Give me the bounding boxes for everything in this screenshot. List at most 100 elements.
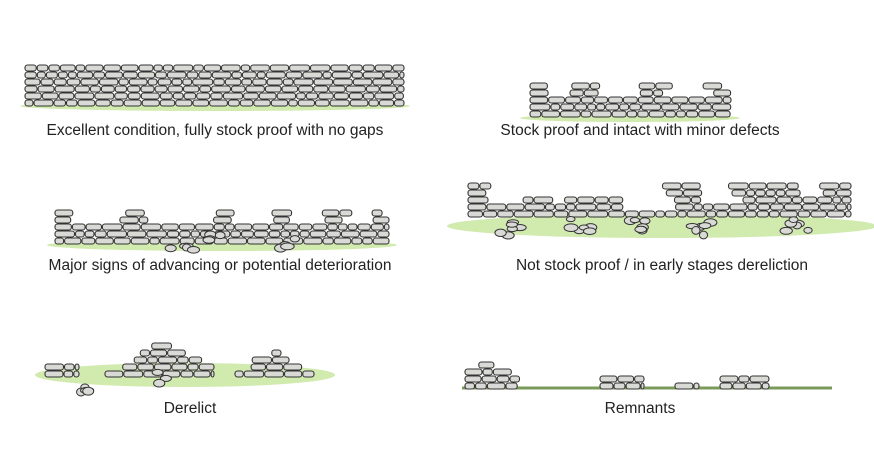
wall-minor-defects-stone bbox=[569, 89, 584, 97]
wall-minor-defects-stone bbox=[529, 103, 551, 111]
wall-early-dereliction-stone bbox=[568, 210, 588, 218]
wall-early-dereliction-stone bbox=[482, 210, 498, 218]
wall-excellent-stone bbox=[348, 64, 363, 72]
wall-early-dereliction-stone bbox=[506, 203, 525, 211]
wall-excellent-stone bbox=[128, 78, 148, 86]
early-dereliction-rubble-stone bbox=[634, 225, 648, 234]
wall-early-dereliction-stone bbox=[638, 210, 656, 218]
wall-minor-defects-stone bbox=[661, 103, 680, 111]
wall-derelict-mound-2-stone bbox=[264, 370, 285, 378]
wall-excellent-stone bbox=[256, 71, 266, 79]
wall-excellent-stone bbox=[302, 71, 323, 79]
wall-deteriorating-stone bbox=[101, 223, 123, 231]
wall-excellent-stone bbox=[368, 99, 379, 107]
wall-deteriorating-stone bbox=[54, 209, 74, 217]
wall-deteriorating-stone bbox=[240, 230, 254, 238]
wall-excellent-stone bbox=[147, 78, 158, 86]
wall-deteriorating-stone bbox=[125, 209, 145, 217]
wall-early-dereliction-stone bbox=[497, 210, 514, 218]
wall-remnants-left-stone bbox=[505, 382, 518, 390]
wall-excellent-stone bbox=[89, 85, 101, 93]
wall-excellent-stone bbox=[293, 78, 314, 86]
wall-excellent-stone bbox=[270, 99, 289, 107]
wall-excellent-stone bbox=[80, 78, 99, 86]
wall-derelict-mound-1-stone bbox=[151, 342, 173, 350]
wall-excellent-stone bbox=[289, 64, 311, 72]
wall-deteriorating-stone bbox=[309, 230, 327, 238]
wall-early-dereliction-stone bbox=[756, 210, 770, 218]
wall-minor-defects-stone bbox=[594, 96, 609, 104]
wall-minor-defects-stone bbox=[529, 96, 549, 104]
wall-excellent-stone bbox=[231, 71, 242, 79]
wall-minor-defects-stone bbox=[653, 96, 672, 104]
wall-excellent-stone bbox=[297, 99, 316, 107]
wall-deteriorating-stone bbox=[159, 237, 180, 245]
wall-excellent-stone bbox=[383, 71, 400, 79]
wall-remnants-small-stone bbox=[693, 382, 700, 390]
wall-excellent-stone bbox=[58, 92, 75, 100]
wall-excellent-stone bbox=[36, 71, 46, 79]
wall-excellent-stone bbox=[24, 92, 42, 100]
wall-derelict-mound-1-stone bbox=[104, 370, 124, 378]
deteriorating-rubble-stone bbox=[214, 231, 226, 240]
wall-derelict-left-stone bbox=[44, 370, 64, 378]
wall-excellent-stone bbox=[120, 64, 139, 72]
wall-early-dereliction-stone bbox=[802, 196, 818, 204]
wall-deteriorating-stone bbox=[227, 237, 248, 245]
wall-deteriorating-stone bbox=[230, 230, 242, 238]
wall-deteriorating-stone bbox=[347, 223, 358, 231]
wall-derelict-mound-2-stone bbox=[283, 363, 303, 371]
wall-early-dereliction-stone bbox=[655, 210, 665, 218]
wall-deteriorating-stone bbox=[64, 237, 82, 245]
wall-excellent-stone bbox=[41, 92, 59, 100]
wall-excellent-stone bbox=[253, 99, 271, 107]
grass-early-dereliction bbox=[447, 214, 874, 238]
wall-excellent-stone bbox=[76, 71, 94, 79]
wall-minor-defects-stone bbox=[702, 82, 723, 90]
wall-deteriorating-stone bbox=[265, 237, 284, 245]
wall-early-dereliction-stone bbox=[802, 203, 820, 211]
wall-excellent-stone bbox=[48, 64, 60, 72]
wall-early-dereliction-stone bbox=[713, 203, 730, 211]
wall-deteriorating-stone bbox=[340, 230, 360, 238]
wall-excellent-stone bbox=[394, 92, 404, 100]
wall-minor-defects-stone bbox=[548, 96, 566, 104]
early-dereliction-rubble-stone bbox=[505, 221, 518, 228]
wall-early-dereliction-stone bbox=[729, 203, 748, 211]
wall-early-dereliction-stone bbox=[702, 203, 714, 211]
wall-excellent-stone bbox=[314, 99, 330, 107]
early-dereliction-rubble-stone bbox=[494, 228, 507, 238]
wall-derelict-mound-1-stone bbox=[210, 370, 215, 378]
wall-early-dereliction-stone bbox=[822, 189, 837, 197]
wall-early-dereliction-stone bbox=[575, 203, 597, 211]
caption-early-dereliction: Not stock proof / in early stages dereli… bbox=[515, 257, 809, 274]
caption-remnants: Remnants bbox=[604, 400, 676, 417]
wall-deteriorating-stone bbox=[252, 223, 270, 231]
wall-remnants-left-stone bbox=[509, 375, 521, 383]
wall-excellent-stone bbox=[264, 85, 282, 93]
wall-excellent-stone bbox=[362, 64, 375, 72]
wall-early-dereliction-stone bbox=[766, 182, 787, 190]
wall-deteriorating-stone bbox=[130, 237, 150, 245]
wall-minor-defects-stone bbox=[596, 103, 606, 111]
wall-deteriorating-stone bbox=[94, 230, 107, 238]
wall-excellent-stone bbox=[192, 99, 210, 107]
wall-early-dereliction-stone bbox=[624, 210, 639, 218]
wall-remnants-left-stone bbox=[464, 368, 483, 376]
wall-excellent-stone bbox=[348, 92, 364, 100]
wall-excellent-stone bbox=[172, 92, 184, 100]
wall-early-dereliction-stone bbox=[786, 182, 799, 190]
wall-minor-defects-stone bbox=[591, 110, 612, 118]
wall-early-dereliction-stone bbox=[775, 189, 786, 197]
wall-early-dereliction-stone bbox=[587, 210, 609, 218]
wall-minor-defects-stone bbox=[607, 96, 624, 104]
wall-deteriorating-stone bbox=[371, 209, 383, 217]
wall-excellent-stone bbox=[159, 92, 173, 100]
wall-remnants-left-stone bbox=[478, 361, 495, 369]
wall-excellent-stone bbox=[305, 92, 319, 100]
wall-deteriorating-stone bbox=[119, 216, 139, 224]
wall-excellent-stone bbox=[362, 71, 384, 79]
wall-early-dereliction-stone bbox=[755, 196, 777, 204]
wall-early-dereliction-stone bbox=[467, 189, 487, 197]
